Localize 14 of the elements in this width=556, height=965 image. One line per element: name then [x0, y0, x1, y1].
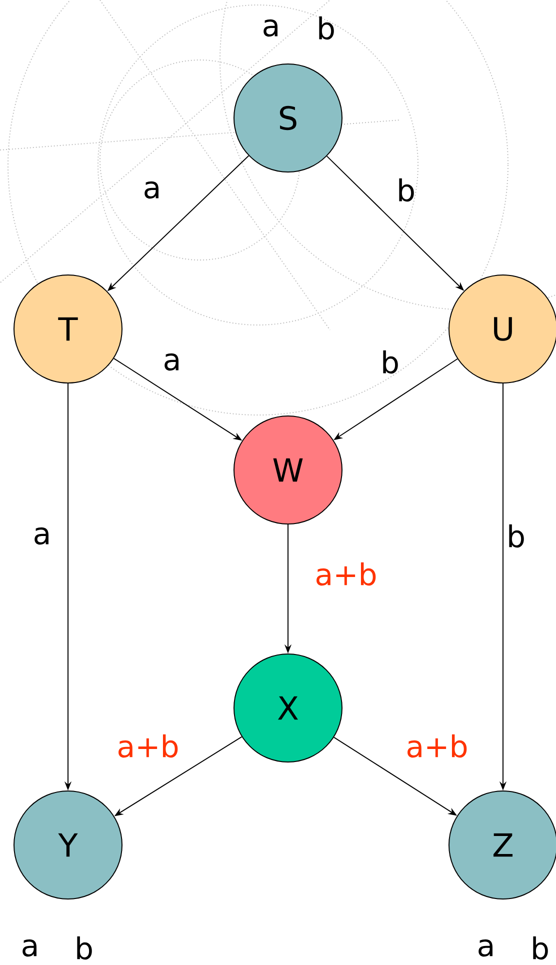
signal-label: a — [478, 939, 492, 957]
signal-label: a — [22, 939, 36, 957]
signal-label: b — [77, 936, 92, 960]
edge-label: a+b — [316, 562, 376, 586]
signal-label: b — [533, 936, 548, 960]
edge-label: a — [144, 181, 158, 199]
edge-label: a — [164, 353, 178, 371]
edge-label: a+b — [408, 734, 467, 758]
edge-label: b — [509, 524, 524, 548]
edge-label: b — [383, 350, 398, 374]
edge-label: a — [34, 527, 48, 545]
signal-label: a — [264, 19, 278, 37]
edge-label: b — [399, 178, 414, 202]
edge-label: a+b — [118, 734, 178, 758]
